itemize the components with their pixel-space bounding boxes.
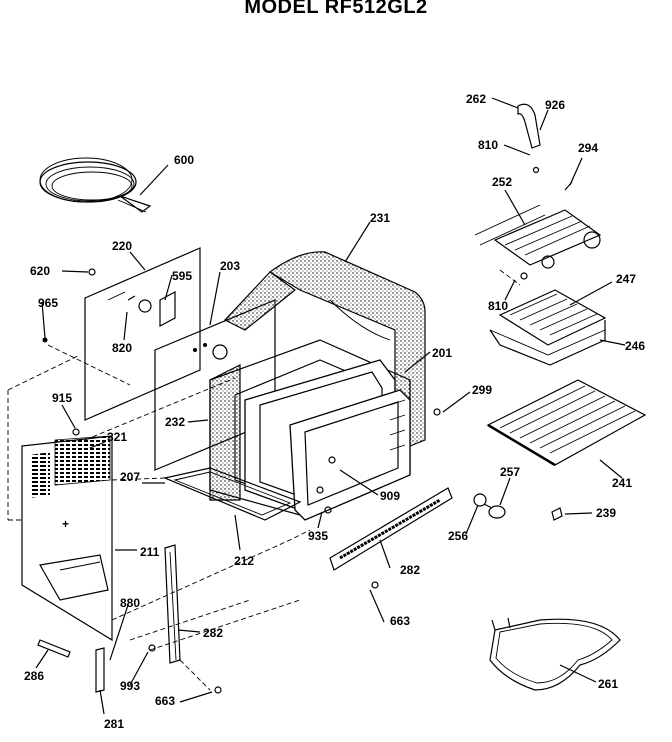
front-cover-part: + xyxy=(21,435,113,642)
label-252: 252 xyxy=(492,175,512,189)
svg-text:+: + xyxy=(62,517,69,531)
label-993: 993 xyxy=(120,679,140,693)
label-299: 299 xyxy=(472,383,492,397)
label-262: 262 xyxy=(466,92,486,106)
label-880: 880 xyxy=(120,596,140,610)
label-207: 207 xyxy=(120,470,140,484)
label-321: 321 xyxy=(107,430,127,444)
lamp-socket-part xyxy=(473,493,506,519)
label-281: 281 xyxy=(104,717,124,731)
label-595: 595 xyxy=(172,269,192,283)
label-620: 620 xyxy=(30,264,50,278)
label-810-upper: 810 xyxy=(478,138,498,152)
label-220: 220 xyxy=(112,239,132,253)
broil-pan-insert-part xyxy=(498,289,607,346)
leader-lines xyxy=(35,97,626,715)
label-246: 246 xyxy=(625,339,645,353)
label-203: 203 xyxy=(220,259,240,273)
label-926: 926 xyxy=(545,98,565,112)
label-600: 600 xyxy=(174,153,194,167)
bake-element-part xyxy=(489,617,621,691)
label-231: 231 xyxy=(370,211,390,225)
label-820: 820 xyxy=(112,341,132,355)
label-663-front: 663 xyxy=(390,614,410,628)
oven-rack-part xyxy=(486,379,647,467)
vent-trim-strip-part xyxy=(329,487,453,571)
label-965: 965 xyxy=(38,296,58,310)
label-256: 256 xyxy=(448,529,468,543)
label-663-base: 663 xyxy=(155,694,175,708)
label-201: 201 xyxy=(432,346,452,360)
broil-pan-part xyxy=(489,320,606,366)
screws xyxy=(42,166,573,694)
label-935: 935 xyxy=(308,529,328,543)
hinge-part xyxy=(95,647,105,693)
oven-bottom-part xyxy=(163,467,302,521)
bracket-part xyxy=(127,291,176,327)
wire-harness-part xyxy=(39,157,152,213)
label-241: 241 xyxy=(612,476,632,490)
label-915: 915 xyxy=(52,391,72,405)
label-257: 257 xyxy=(500,465,520,479)
label-909: 909 xyxy=(380,489,400,503)
part-labels: 600 220 620 595 203 231 965 820 915 321 … xyxy=(24,92,645,731)
label-232: 232 xyxy=(165,415,185,429)
label-261: 261 xyxy=(598,677,618,691)
label-294: 294 xyxy=(578,141,598,155)
label-247: 247 xyxy=(616,272,636,286)
clip-part xyxy=(551,507,563,521)
side-trim-part xyxy=(164,544,181,664)
rear-panel-part xyxy=(84,247,201,421)
broil-rack-part xyxy=(474,204,602,269)
oven-wrapper-part xyxy=(209,251,426,501)
label-286: 286 xyxy=(24,669,44,683)
trim-clip-part xyxy=(37,639,71,658)
handle-part xyxy=(517,103,541,149)
label-211: 211 xyxy=(140,545,160,559)
page-title: MODEL RF512GL2 xyxy=(244,0,428,18)
assembly-lines xyxy=(7,269,521,691)
label-810-lower: 810 xyxy=(488,299,508,313)
label-282-vent: 282 xyxy=(400,563,420,577)
label-239: 239 xyxy=(596,506,616,520)
label-282-trim: 282 xyxy=(203,626,223,640)
label-212: 212 xyxy=(234,554,254,568)
